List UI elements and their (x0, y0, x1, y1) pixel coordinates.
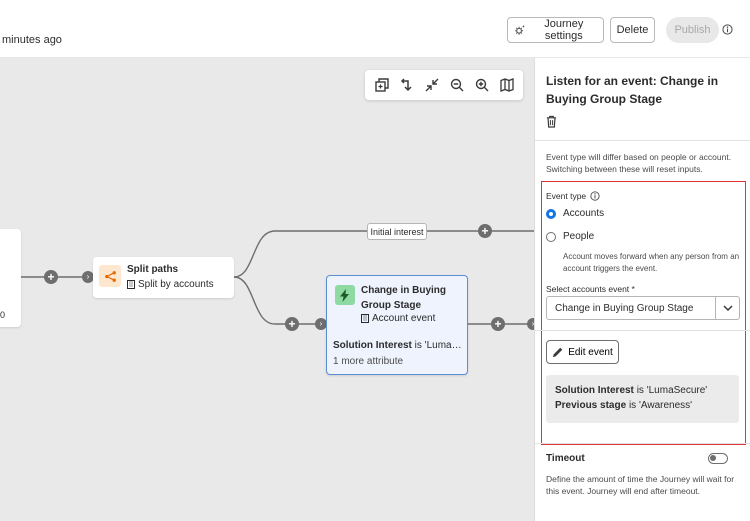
info-icon[interactable] (590, 191, 600, 201)
map-icon[interactable] (496, 74, 518, 96)
collapse-icon[interactable] (421, 74, 443, 96)
zoom-in-icon[interactable] (471, 74, 493, 96)
add-node-button[interactable]: + (491, 317, 505, 331)
radio-accounts-indicator[interactable] (546, 208, 556, 219)
timeout-description: Define the amount of time the Journey wi… (546, 474, 735, 496)
split-node-subtitle: Split by accounts (127, 279, 214, 290)
connector-chevron: › (527, 318, 534, 330)
edit-event-label: Edit event (568, 346, 613, 358)
split-node-title: Split paths (127, 264, 179, 275)
duplicate-icon[interactable] (371, 74, 393, 96)
panel-description: Event type will differ based on people o… (546, 152, 732, 174)
previous-node[interactable]: 0 (0, 229, 21, 327)
divider (535, 330, 750, 331)
accounts-event-select-value: Change in Buying Group Stage (555, 302, 694, 314)
required-marker: * (631, 284, 635, 294)
zoom-out-icon[interactable] (446, 74, 468, 96)
add-node-button[interactable]: + (285, 317, 299, 331)
radio-people-indicator[interactable] (546, 231, 556, 242)
edit-event-button[interactable]: Edit event (546, 340, 619, 364)
chevron-down-icon (722, 305, 733, 311)
journey-settings-label: Journey settings (544, 18, 584, 42)
select-label-text: Select accounts event (546, 284, 630, 294)
accounts-event-select[interactable]: Change in Buying Group Stage (546, 296, 740, 320)
split-icon (99, 265, 121, 287)
split-paths-node[interactable]: Split paths Split by accounts (93, 257, 234, 298)
connector-chevron: › (82, 271, 94, 283)
event-properties-panel: Listen for an event: Change in Buying Gr… (534, 58, 750, 521)
condition-row: Solution Interest is 'LumaSecure' (555, 385, 708, 396)
trash-icon[interactable] (546, 115, 557, 128)
pencil-icon (553, 347, 563, 357)
connector-chevron: › (315, 318, 327, 330)
toggle-knob (710, 455, 716, 461)
divider (535, 140, 750, 141)
event-node-title: Change in Buying Group Stage (361, 285, 446, 311)
radio-people[interactable]: People (546, 231, 594, 242)
select-accounts-event-label: Select accounts event * (546, 284, 635, 294)
event-type-label: Event type (546, 191, 600, 201)
delete-button[interactable]: Delete (610, 17, 655, 43)
timeout-label: Timeout (546, 453, 585, 464)
event-node-subtitle: Account event (361, 313, 435, 324)
event-node-more-attributes: 1 more attribute (333, 356, 404, 367)
condition-row: Previous stage is 'Awareness' (555, 400, 693, 411)
timeout-toggle[interactable] (708, 453, 728, 464)
last-saved-text: minutes ago (2, 34, 62, 46)
radio-people-label: People (563, 231, 595, 242)
building-icon (361, 314, 369, 323)
event-type-label-text: Event type (546, 191, 587, 201)
path-label-initial-interest[interactable]: Initial interest (367, 223, 427, 240)
select-dropdown-button[interactable] (715, 297, 739, 319)
radio-accounts-label: Accounts (563, 208, 605, 219)
building-icon (127, 280, 135, 289)
divider (535, 443, 750, 444)
event-node-condition: Solution Interest is 'LumaSec... (333, 340, 465, 351)
lightning-icon (335, 285, 355, 305)
highlight-box (541, 181, 746, 445)
event-node-change-buying-group-stage[interactable]: Change in Buying Group Stage Account eve… (326, 275, 468, 375)
radio-accounts[interactable]: Accounts (546, 208, 604, 219)
panel-title: Listen for an event: Change in Buying Gr… (546, 74, 719, 106)
reroute-icon[interactable] (396, 74, 418, 96)
previous-node-text: 0 (0, 310, 6, 320)
add-node-button[interactable]: + (44, 270, 58, 284)
info-icon[interactable] (722, 24, 733, 35)
split-node-subtitle-text: Split by accounts (138, 279, 214, 290)
journey-settings-button[interactable]: Journey settings (507, 17, 604, 43)
journey-header: minutes ago Journey settings Delete Publ… (0, 0, 750, 58)
canvas-toolbar (365, 70, 523, 100)
publish-button[interactable]: Publish (666, 17, 719, 43)
event-node-subtitle-text: Account event (372, 313, 436, 324)
add-node-button[interactable]: + (478, 224, 492, 238)
accounts-help-text: Account moves forward when any person fr… (563, 252, 740, 273)
journey-canvas[interactable]: 0 + › Split paths Split by accounts Init… (0, 58, 534, 521)
gear-sparkle-icon (515, 24, 525, 35)
event-conditions-box: Solution Interest is 'LumaSecure' Previo… (546, 375, 739, 423)
